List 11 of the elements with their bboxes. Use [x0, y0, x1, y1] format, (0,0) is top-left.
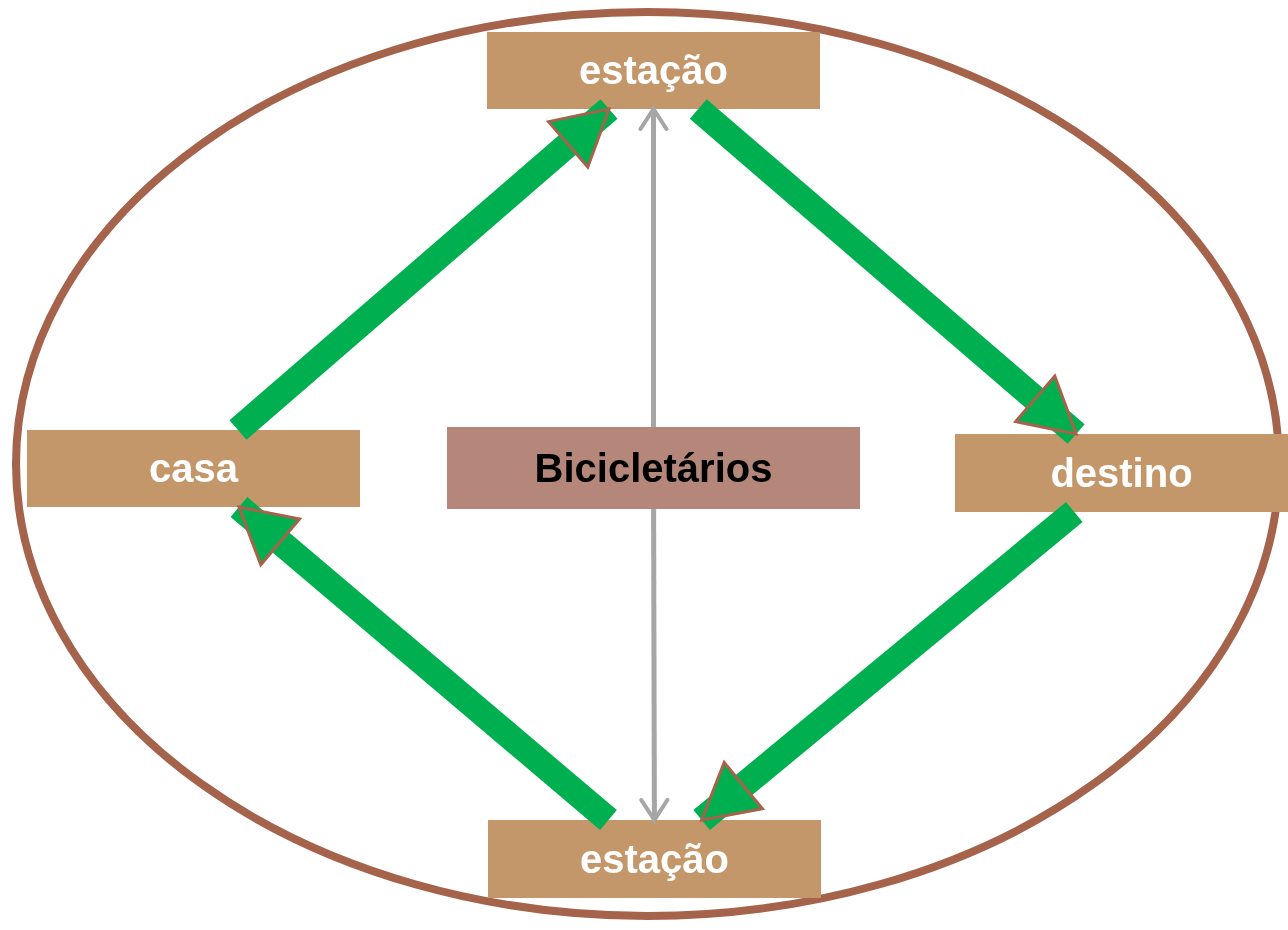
center-box: Bicicletários: [447, 427, 860, 509]
label-box: casa: [27, 430, 360, 507]
label-box: estação: [488, 820, 821, 898]
block-arrow: [229, 99, 618, 440]
block-arrow: [689, 99, 1085, 444]
block-arrow: [693, 501, 1083, 831]
label-box: destino: [955, 434, 1288, 512]
label-box: estação: [487, 32, 820, 109]
arrow: [638, 107, 669, 427]
block-arrow: [230, 497, 617, 830]
arrow: [639, 509, 670, 822]
